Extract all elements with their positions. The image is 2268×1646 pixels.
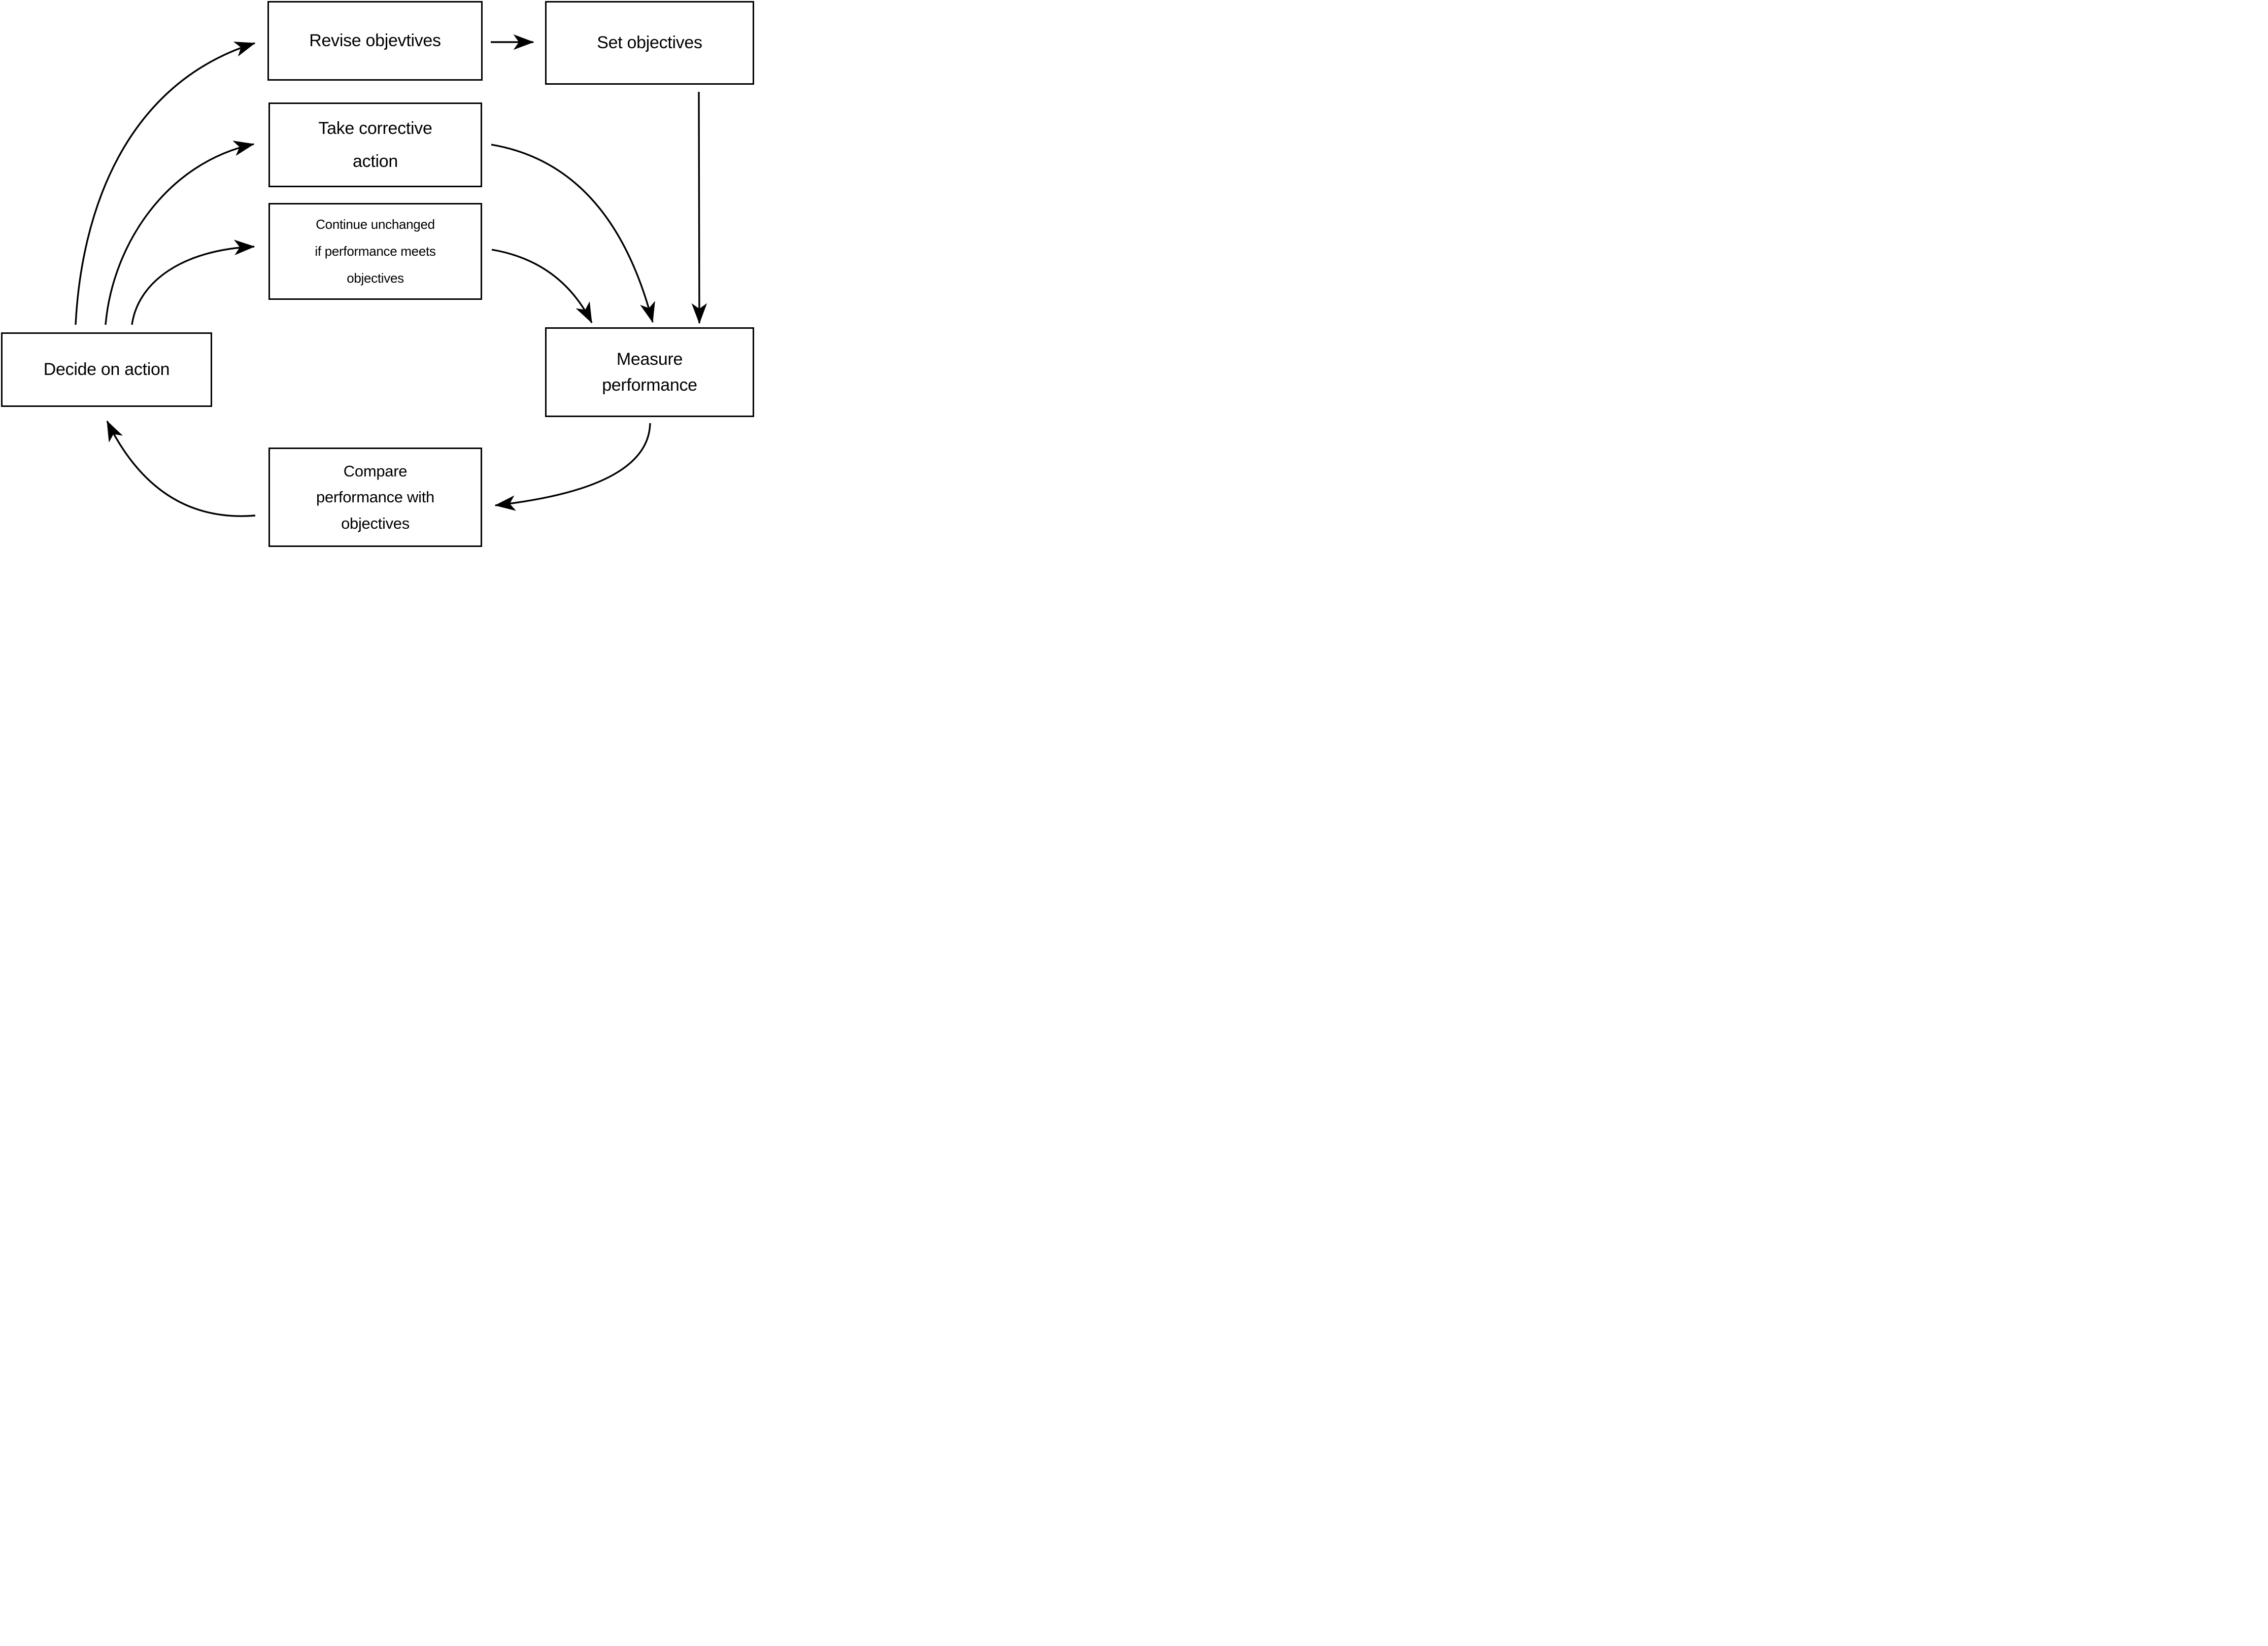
arrows-layer <box>75 34 707 517</box>
box-set-objectives: Set objectives <box>545 1 754 85</box>
arrow-take-corrective-to-measure <box>491 144 655 323</box>
arrow-continue-unchanged-to-measure <box>491 249 593 324</box>
arrow-decide-to-take-corrective <box>105 141 255 325</box>
box-continue-unchanged: Continue unchanged if performance meets … <box>268 203 482 300</box>
box-set-objectives-label: Set objectives <box>597 33 702 52</box>
box-compare-performance-label: Compare performance with objectives <box>316 462 434 532</box>
box-revise-objectives: Revise objevtives <box>267 1 483 81</box>
box-take-corrective-action-label: Take corrective action <box>318 118 432 171</box>
flowchart-canvas: Revise objevtives Set objectives Take co… <box>0 0 756 548</box>
box-revise-objectives-label: Revise objevtives <box>309 31 441 50</box>
box-measure-performance: Measure performance <box>545 327 754 417</box>
arrow-decide-to-continue-unchanged <box>131 239 255 325</box>
box-decide-on-action: Decide on action <box>1 332 212 407</box>
box-measure-performance-label: Measure performance <box>602 349 697 395</box>
arrow-decide-to-revise <box>75 42 256 325</box>
arrow-compare-to-decide <box>106 420 256 517</box>
box-continue-unchanged-label: Continue unchanged if performance meets … <box>315 216 436 286</box>
box-decide-on-action-label: Decide on action <box>43 360 170 379</box>
arrow-measure-to-compare <box>494 423 651 511</box>
box-take-corrective-action: Take corrective action <box>268 102 482 187</box>
box-compare-performance: Compare performance with objectives <box>268 448 482 547</box>
